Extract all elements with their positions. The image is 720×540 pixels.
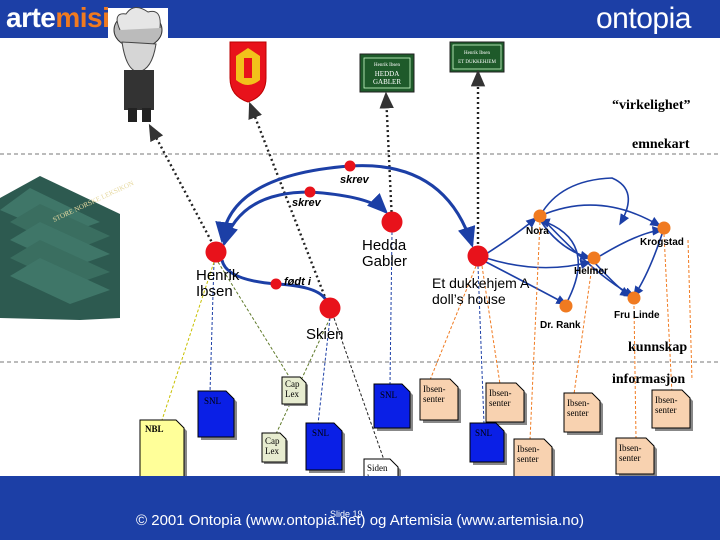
topic-node-dr-rank[interactable] — [559, 299, 573, 313]
topic-label-skien: Skien — [306, 326, 344, 343]
footer-bar — [0, 476, 720, 540]
doc-label-ibsensenter-5: Ibsen-senter — [619, 443, 642, 463]
doc-label-caplex-1: Cap Lex — [285, 379, 300, 399]
ibsen-caricature-image — [108, 7, 168, 124]
book-cover-1-title-1: HEDDA — [375, 70, 400, 78]
topic-node-henrik-ibsen[interactable] — [205, 241, 227, 263]
book-cover-dukkehjem-image: Henrik Ibsen ET DUKKEHJEM — [449, 41, 505, 73]
doc-snl-4[interactable] — [469, 422, 505, 463]
doc-snl-1[interactable] — [197, 390, 235, 438]
doc-caplex-1[interactable] — [281, 376, 307, 405]
topic-node-nora[interactable] — [533, 209, 547, 223]
ontopia-logo[interactable]: ontopia — [596, 2, 691, 35]
topic-node-helmer[interactable] — [587, 251, 601, 265]
topic-label-krogstad: Krogstad — [640, 237, 684, 248]
doc-ibsensenter-3[interactable] — [513, 438, 553, 479]
doc-snl-2[interactable] — [305, 422, 343, 471]
encyclopedia-books-image: STORE NORSKE LEKSIKON — [0, 176, 135, 320]
doc-ibsensenter-1[interactable] — [419, 378, 459, 421]
doc-label-caplex-2: Cap Lex — [265, 436, 280, 456]
association-node-skrev-1[interactable] — [344, 160, 356, 172]
book-cover-1-title-2: GABLER — [373, 78, 401, 86]
book-cover-1-author: Henrik Ibsen — [374, 63, 400, 68]
association-label-skrev-1: skrev — [340, 174, 369, 186]
association-node-skrev-2[interactable] — [304, 186, 316, 198]
occurrence-lines — [161, 221, 693, 461]
topic-node-skien[interactable] — [319, 297, 341, 319]
association-node-fodt-i[interactable] — [270, 278, 282, 290]
topic-node-hedda-gabler[interactable] — [381, 211, 403, 233]
character-links — [485, 177, 665, 305]
topic-label-hedda-gabler: Hedda Gabler — [362, 237, 408, 270]
doc-caplex-2[interactable] — [261, 432, 287, 463]
topic-label-fru-linde: Fru Linde — [614, 310, 660, 321]
doc-nbl[interactable] — [139, 419, 185, 479]
slide-number: Slide 19 — [330, 509, 363, 519]
label-virkelighet: “virkelighet” — [612, 98, 691, 113]
doc-ibsensenter-2[interactable] — [485, 382, 525, 423]
book-cover-2-author: Henrik Ibsen — [464, 51, 490, 56]
doc-snl-3[interactable] — [373, 383, 411, 429]
doc-ibsensenter-6[interactable] — [651, 389, 691, 429]
doc-label-nbl: NBL — [145, 424, 164, 434]
topic-node-krogstad[interactable] — [657, 221, 671, 235]
doc-label-snl-3: SNL — [380, 390, 398, 400]
doc-label-ibsensenter-3: Ibsen-senter — [517, 444, 540, 464]
doc-ibsensenter-5[interactable] — [615, 437, 655, 475]
topic-label-dukkehjem: Et dukkehjem A doll’s house — [432, 275, 529, 307]
topic-label-dr-rank: Dr. Rank — [540, 320, 581, 331]
book-cover-2-title: ET DUKKEHJEM — [458, 60, 496, 65]
doc-label-ibsensenter-1: Ibsen-senter — [423, 384, 446, 404]
book-cover-hedda-gabler-image: Henrik Ibsen HEDDA GABLER — [359, 53, 415, 93]
doc-label-ibsensenter-4: Ibsen-senter — [567, 398, 590, 418]
topic-label-henrik-ibsen: Henrik Ibsen — [196, 267, 240, 300]
doc-label-ibsensenter-2: Ibsen-senter — [489, 388, 512, 408]
label-kunnskap: kunnskap — [628, 340, 688, 355]
topic-label-helmer: Helmer — [574, 266, 608, 277]
doc-ibsensenter-4[interactable] — [563, 392, 601, 433]
doc-label-snl-1: SNL — [204, 396, 222, 406]
skien-coat-of-arms-image — [229, 41, 267, 103]
association-label-skrev-2: skrev — [292, 197, 321, 209]
topic-node-dukkehjem[interactable] — [467, 245, 489, 267]
label-informasjon: informasjon — [612, 372, 686, 387]
reality-links — [148, 69, 486, 311]
doc-label-snl-2: SNL — [312, 428, 330, 438]
label-emnekart: emnekart — [632, 137, 690, 152]
association-lines — [215, 164, 476, 301]
doc-label-snl-4: SNL — [475, 428, 493, 438]
topic-label-nora: Nora — [526, 226, 549, 237]
footer-copyright: © 2001 Ontopia (www.ontopia.net) og Arte… — [136, 512, 584, 529]
topic-node-fru-linde[interactable] — [627, 291, 641, 305]
doc-label-ibsensenter-6: Ibsen-senter — [655, 395, 678, 415]
association-label-fodt-i: født i — [284, 276, 311, 288]
